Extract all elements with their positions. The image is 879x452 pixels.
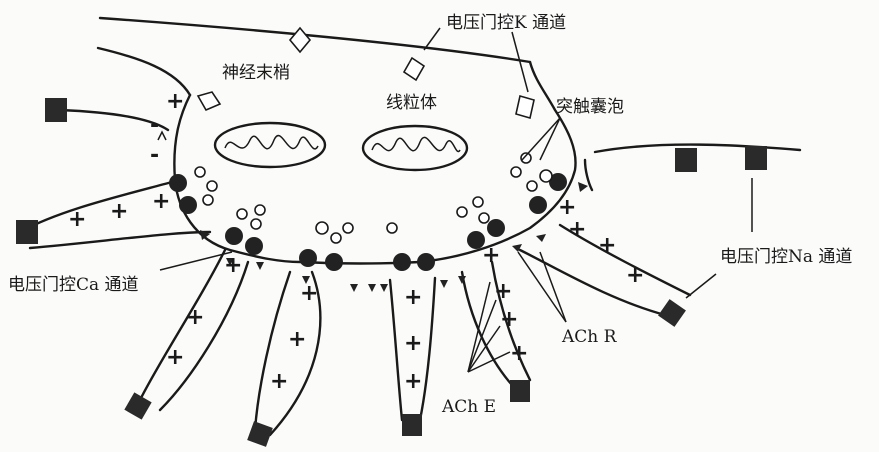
terminal-left-lower (20, 182, 172, 232)
svg-text:+: + (404, 285, 422, 310)
svg-text:+: + (300, 281, 318, 306)
svg-text:+: + (510, 341, 528, 366)
mitochondrion-left (215, 123, 325, 167)
label-ach-r: ACh R (561, 327, 618, 347)
na-channel-2 (16, 220, 38, 244)
svg-text:+: + (500, 307, 518, 332)
svg-text:+: + (166, 345, 184, 370)
terminal-left-lower2 (30, 232, 210, 248)
label-nerve-terminal: 神经末梢 (222, 63, 290, 83)
svg-text:+: + (186, 305, 204, 330)
svg-text:+: + (152, 189, 170, 214)
label-ca-channel: 电压门控Ca 通道 (8, 275, 139, 295)
svg-text:+: + (288, 327, 306, 352)
mitochondrion-right (363, 126, 467, 170)
svg-text:+: + (598, 233, 616, 258)
k-channel-4 (198, 92, 220, 110)
label-ach-e: ACh E (441, 397, 496, 417)
na-channel-6 (124, 392, 151, 419)
na-channel-9 (510, 380, 530, 402)
label-na-channel: 电压门控Na 通道 (720, 247, 852, 267)
current-arrow-left (158, 132, 166, 140)
label-vesicle: 突触囊泡 (556, 97, 624, 117)
svg-text:+: + (224, 253, 242, 278)
svg-text:+: + (404, 369, 422, 394)
na-channel-1 (45, 98, 67, 122)
na-channel-7 (247, 421, 273, 447)
label-k-channel: 电压门控K 通道 (446, 13, 566, 33)
charge-minus-signs: - - (150, 113, 159, 168)
svg-text:+: + (626, 263, 644, 288)
svg-text:-: - (150, 113, 159, 138)
na-channel-3 (675, 148, 697, 172)
ach-receptors (200, 182, 588, 292)
svg-text:+: + (68, 207, 86, 232)
svg-text:+: + (404, 331, 422, 356)
svg-text:+: + (110, 199, 128, 224)
svg-text:+: + (494, 279, 512, 304)
k-channel-2 (404, 58, 424, 80)
svg-text:+: + (482, 243, 500, 268)
axon-lower-line (98, 48, 190, 95)
label-mitochondria: 线粒体 (386, 93, 437, 113)
right-sheath-upper (595, 145, 800, 152)
na-channel-4 (745, 146, 767, 170)
k-channel-1 (290, 28, 310, 52)
svg-text:+: + (270, 369, 288, 394)
svg-text:-: - (150, 143, 159, 168)
na-channel-8 (402, 414, 422, 436)
svg-text:+: + (166, 89, 184, 114)
svg-text:+: + (568, 217, 586, 242)
na-channel-5 (658, 299, 686, 327)
k-channel-3 (516, 96, 534, 118)
